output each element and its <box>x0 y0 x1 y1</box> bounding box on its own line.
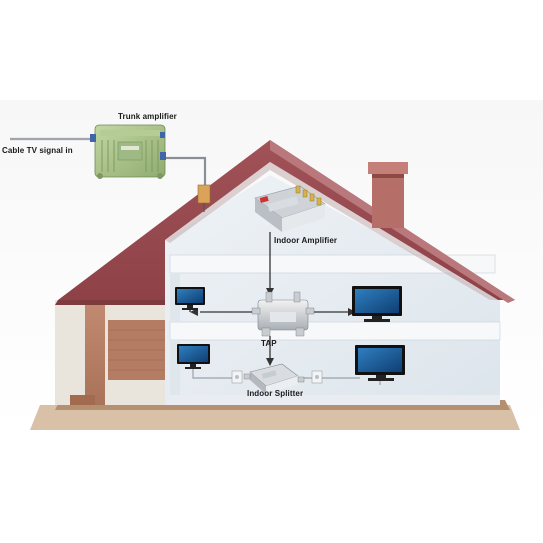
brick-lines <box>108 329 165 371</box>
tv-icon <box>175 287 205 310</box>
label-cable-tv-signal-in: Cable TV signal in <box>2 146 73 155</box>
tap-icon <box>251 291 315 337</box>
label-indoor-splitter: Indoor Splitter <box>247 389 304 398</box>
label-tap: TAP <box>261 339 277 348</box>
trunk-amplifier-icon <box>90 124 166 179</box>
roof <box>58 140 515 300</box>
ground-floor-slab <box>170 395 500 405</box>
tv-icon <box>352 286 402 322</box>
middle-floor <box>169 321 501 341</box>
tv-icon <box>355 345 405 381</box>
label-indoor-amplifier: Indoor Amplifier <box>274 236 338 245</box>
ceiling-slab <box>169 254 496 274</box>
chimney <box>372 170 404 228</box>
chimney-cap <box>368 162 408 174</box>
label-trunk-amplifier: Trunk amplifier <box>118 112 177 121</box>
house-interior <box>165 175 500 405</box>
porch-step <box>70 395 95 405</box>
indoor-amplifier-icon <box>254 185 326 232</box>
ground <box>30 405 520 430</box>
wall-entry-connector <box>197 184 211 204</box>
wall-outlet-icon <box>231 370 243 384</box>
roof-eave <box>55 300 165 305</box>
tv-icon <box>177 344 210 369</box>
splitter-icon <box>243 363 305 394</box>
wall-outlet-icon <box>311 370 323 384</box>
porch-column <box>85 305 105 405</box>
